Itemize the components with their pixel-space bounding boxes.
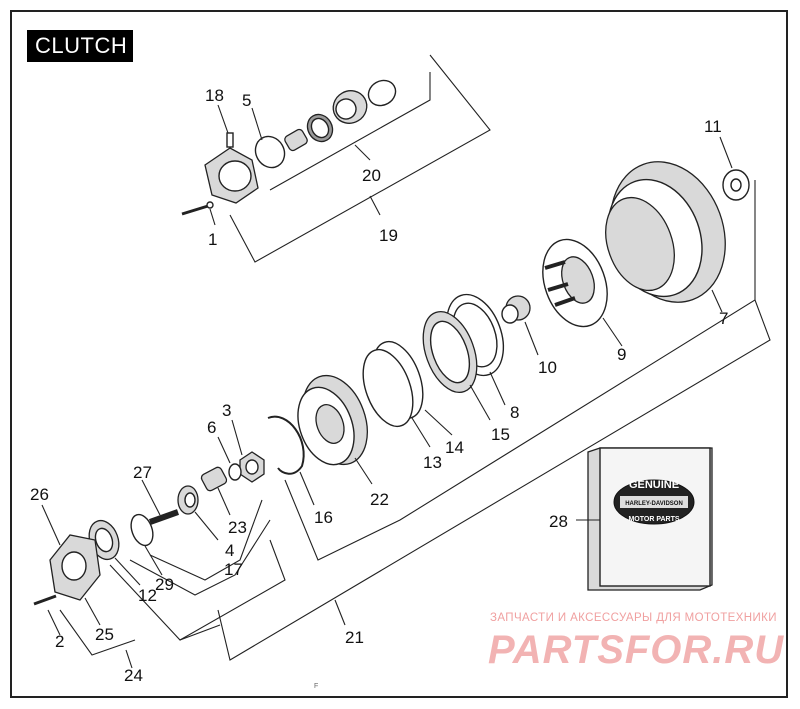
callout-16: 16 <box>314 508 333 527</box>
callout-22: 22 <box>370 490 389 509</box>
callout-12: 12 <box>138 586 157 605</box>
badge-motor-parts-text: MOTOR PARTS <box>628 516 679 523</box>
callout-10: 10 <box>538 358 557 377</box>
badge-genuine-text: GENUINE <box>629 479 679 491</box>
callout-21: 21 <box>345 628 364 647</box>
callout-26: 26 <box>30 485 49 504</box>
diagram-frame <box>10 10 788 698</box>
callout-1: 1 <box>208 230 217 249</box>
footer-mark: F <box>314 683 319 690</box>
callout-5: 5 <box>242 91 251 110</box>
callout-11: 11 <box>704 117 722 136</box>
callout-15: 15 <box>491 425 510 444</box>
callout-19: 19 <box>379 226 398 245</box>
callout-17: 17 <box>224 560 243 579</box>
callout-8: 8 <box>510 403 519 422</box>
clutch-shell <box>217 136 771 661</box>
callout-7: 7 <box>719 309 728 328</box>
adjuster-components <box>33 419 286 669</box>
callout-3: 3 <box>222 401 231 420</box>
callout-25: 25 <box>95 625 114 644</box>
callout-6: 6 <box>207 418 216 437</box>
callout-29: 29 <box>155 575 174 594</box>
release-cover-assembly <box>181 54 491 263</box>
callout-18: 18 <box>205 86 224 105</box>
callout-28: 28 <box>549 512 568 531</box>
watermark-tagline: ЗАПЧАСТИ И АКСЕССУАРЫ ДЛЯ МОТОТЕХНИКИ <box>490 612 777 624</box>
watermark-logo: PARTSFOR.RU <box>488 628 785 672</box>
callout-27: 27 <box>133 463 152 482</box>
callout-14: 14 <box>445 438 464 457</box>
callout-23: 23 <box>228 518 247 537</box>
callout-9: 9 <box>617 345 626 364</box>
diagram-title: CLUTCH <box>27 30 133 62</box>
callout-2: 2 <box>55 632 64 651</box>
callout-13: 13 <box>423 453 442 472</box>
callout-20: 20 <box>362 166 381 185</box>
callout-24: 24 <box>124 666 143 685</box>
badge-brand-text: HARLEY-DAVIDSON <box>625 501 683 507</box>
callout-labels: 18 5 1 20 19 11 7 9 10 8 15 14 13 3 6 27… <box>30 86 728 685</box>
callout-4: 4 <box>225 541 234 560</box>
genuine-parts-book: GENUINE HARLEY-DAVIDSON MOTOR PARTS <box>576 447 713 591</box>
